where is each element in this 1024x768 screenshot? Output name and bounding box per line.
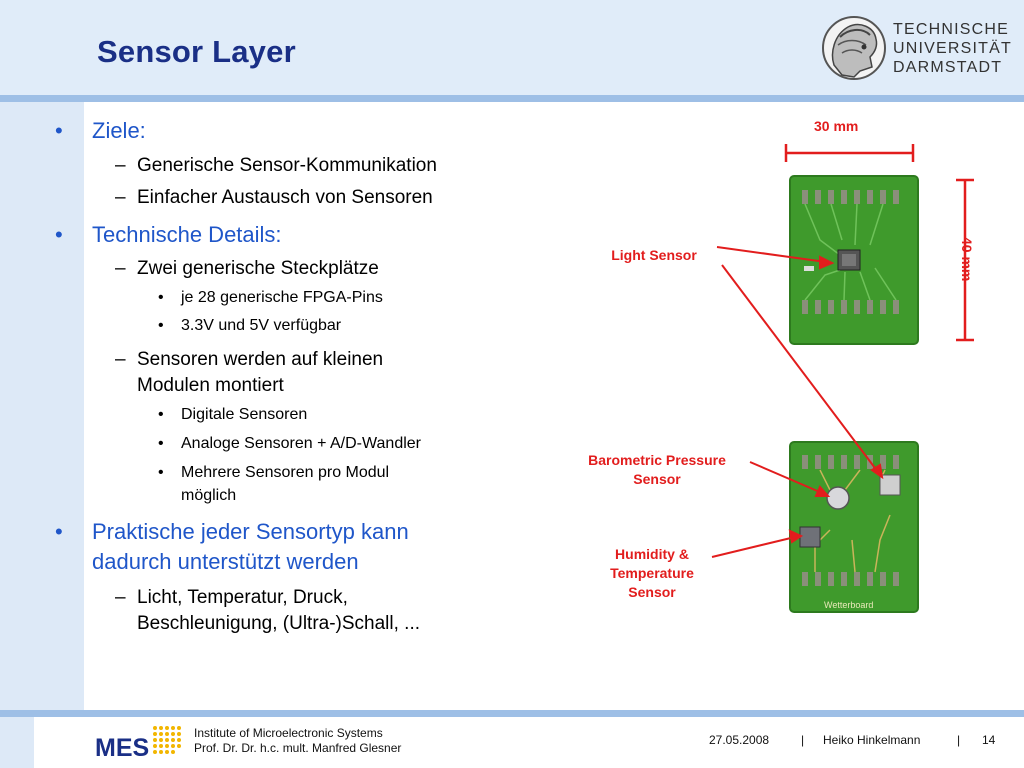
dash-marker: – [115,258,126,279]
bullet-text: Praktische jeder Sensortyp kann [92,519,409,544]
sub-bullet-text: Einfacher Austausch von Sensoren [137,187,433,208]
detail-text: 3.3V und 5V verfügbar [181,317,342,334]
bullet-marker: • [55,118,63,143]
board-silkscreen: Wetterboard [824,600,873,610]
dot-marker: • [158,289,164,306]
sub-bullet-text: Beschleunigung, (Ultra-)Schall, ... [137,613,421,634]
sub-bullet-text: Modulen montiert [137,375,284,396]
label-line: Sensor [633,471,681,487]
institute-info: Institute of Microelectronic Systems Pro… [194,726,401,756]
humidity-sensor-label: Humidity & Temperature Sensor [590,545,714,602]
footer-date: 27.05.2008 [709,733,770,747]
tud-athena-logo [822,16,886,80]
university-line: TECHNISCHE [893,21,1010,38]
university-wordmark: TECHNISCHE UNIVERSITÄT DARMSTADT [893,20,1012,77]
mes-logo: MES [95,726,181,760]
footer-separator: | [801,733,805,747]
sub-bullet-text: Zwei generische Steckplätze [137,258,379,279]
sub-bullet-text: Sensoren werden auf kleinen [137,349,384,370]
detail-text: Digitale Sensoren [181,406,308,423]
dot-marker: • [158,464,164,481]
bullet-marker: • [55,222,63,247]
height-label: 40 mm [959,237,975,282]
dot-marker: • [158,406,164,423]
dash-marker: – [115,155,126,176]
footer-left-band [0,717,34,768]
annotation-arrows [711,246,884,558]
bullet-technical-details: Technische Details: [92,222,282,247]
professor-name: Prof. Dr. Dr. h.c. mult. Manfred Glesner [194,741,402,755]
bullet-text: dadurch unterstützt werden [92,549,359,574]
width-label: 30 mm [814,118,859,134]
dot-marker: • [158,317,164,334]
university-line: DARMSTADT [893,59,1003,76]
slide-title: Sensor Layer [97,34,296,69]
detail-text: Analoge Sensoren + A/D-Wandler [181,435,421,452]
detail-text: möglich [181,487,237,504]
label-line: Sensor [628,584,676,600]
footer-author: Heiko Hinkelmann [823,733,921,747]
width-dimension [784,144,915,162]
page-number: 14 [982,733,996,747]
label-line: Humidity & [615,546,689,562]
university-line: UNIVERSITÄT [893,40,1012,57]
barometric-sensor-label: Barometric Pressure Sensor [566,451,748,489]
header-rule [0,95,1024,102]
sub-bullet-text: Licht, Temperatur, Druck, [137,587,348,608]
detail-text: Mehrere Sensoren pro Modul [181,464,390,481]
dash-marker: – [115,349,126,370]
dash-marker: – [115,587,126,608]
bottom-sensor-board: Wetterboard [789,441,919,613]
bullet-goals: Ziele: [92,118,146,143]
label-line: Barometric Pressure [588,452,726,468]
footer-separator: | [957,733,961,747]
institute-name: Institute of Microelectronic Systems [194,726,383,740]
label-line: Temperature [610,565,694,581]
light-sensor-label: Light Sensor [611,247,697,263]
left-decor-band [0,0,84,768]
detail-text: je 28 generische FPGA-Pins [181,289,383,306]
mes-logo-text: MES [95,734,149,760]
footer [0,717,1024,768]
top-sensor-board [789,175,919,345]
dash-marker: – [115,187,126,208]
footer-band [0,710,1024,717]
height-dimension [956,178,974,342]
dot-marker: • [158,435,164,452]
sub-bullet-text: Generische Sensor-Kommunikation [137,155,437,176]
bullet-marker: • [55,519,63,544]
